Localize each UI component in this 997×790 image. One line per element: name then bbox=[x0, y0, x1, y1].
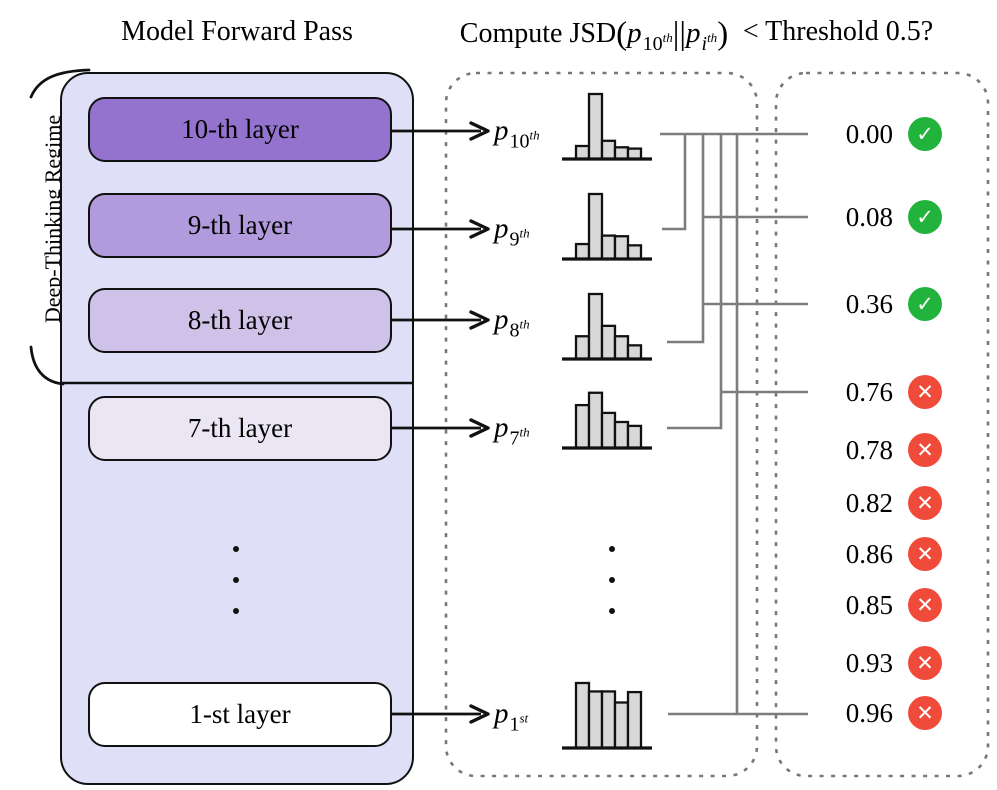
result-row: 0.93 ✕ bbox=[815, 646, 985, 680]
cross-icon: ✕ bbox=[908, 588, 942, 622]
model-ellipsis-dot bbox=[233, 577, 239, 583]
jsd-value: 0.08 bbox=[845, 201, 893, 232]
check-icon: ✓ bbox=[908, 117, 942, 151]
jsd-value: 0.78 bbox=[845, 434, 893, 465]
p-label-10th: p10th bbox=[494, 114, 540, 153]
histogram-bar-p1st bbox=[600, 690, 617, 750]
jsd-value: 0.85 bbox=[845, 589, 893, 620]
jsd-rparen: ) bbox=[717, 16, 729, 52]
result-row: 0.00 ✓ bbox=[815, 117, 985, 151]
jsd-pi-sub: i bbox=[701, 33, 708, 55]
jsd-panel-border bbox=[444, 71, 759, 778]
p-label-7th: p7th bbox=[494, 411, 530, 450]
layer-box-10-th: 10-th layer bbox=[88, 97, 392, 162]
result-row: 0.08 ✓ bbox=[815, 200, 985, 234]
histogram-bar-p8th bbox=[587, 292, 604, 361]
layer-output-arrow-head bbox=[469, 704, 490, 724]
histogram-bar-p7th bbox=[574, 403, 591, 450]
histogram-bar-p9th bbox=[613, 235, 630, 261]
histogram-bar-p1st bbox=[587, 690, 604, 750]
histogram-bar-p1st bbox=[574, 681, 591, 750]
layer-output-arrow-head bbox=[469, 121, 490, 141]
result-row: 0.78 ✕ bbox=[815, 433, 985, 467]
jsd-connector-line bbox=[662, 134, 687, 231]
jsd-value: 0.36 bbox=[845, 288, 893, 319]
jsd-value: 0.00 bbox=[845, 118, 893, 149]
histogram-bar-p8th bbox=[574, 335, 591, 361]
layer-box-label: 9-th layer bbox=[187, 210, 293, 240]
histogram-bar-p9th bbox=[587, 192, 604, 261]
cross-icon: ✕ bbox=[908, 433, 942, 467]
layer-box-1-st: 1-st layer bbox=[88, 682, 392, 747]
p-label-8th: p8th bbox=[494, 303, 530, 342]
jsd-value: 0.82 bbox=[845, 487, 893, 518]
histogram-bar-p10th bbox=[587, 92, 604, 161]
regime-brace-bottom bbox=[29, 345, 65, 386]
layer-output-arrow-head bbox=[469, 310, 490, 330]
distribution-ellipsis-dot bbox=[609, 546, 615, 552]
histogram-bar-p9th bbox=[600, 234, 617, 261]
layer-box-label: 8-th layer bbox=[187, 305, 293, 335]
layer-box-7-th: 7-th layer bbox=[88, 396, 392, 461]
layer-output-arrow-head bbox=[469, 219, 490, 239]
layer-box-label: 10-th layer bbox=[181, 114, 299, 144]
distribution-ellipsis-dot bbox=[609, 577, 615, 583]
jsd-title-prefix: Compute JSD bbox=[459, 18, 617, 49]
histogram-bar-p7th bbox=[613, 420, 630, 450]
jsd-double-bar: || bbox=[672, 16, 687, 52]
jsd-value: 0.86 bbox=[845, 538, 893, 569]
jsd-pi-symbol: p bbox=[686, 17, 701, 49]
histogram-bar-p1st bbox=[613, 701, 630, 750]
distribution-ellipsis-dot bbox=[609, 608, 615, 614]
jsd-p10-sup: th bbox=[662, 30, 673, 45]
jsd-value: 0.76 bbox=[845, 376, 893, 407]
compute-jsd-title: Compute JSD(p10th||pith) bbox=[459, 14, 729, 55]
result-row: 0.85 ✕ bbox=[815, 588, 985, 622]
p-label-9th: p9th bbox=[494, 212, 530, 251]
cross-icon: ✕ bbox=[908, 537, 942, 571]
model-ellipsis-dot bbox=[233, 608, 239, 614]
jsd-value: 0.96 bbox=[845, 697, 893, 728]
jsd-value: 0.93 bbox=[845, 647, 893, 678]
result-row: 0.96 ✕ bbox=[815, 696, 985, 730]
histogram-bar-p7th bbox=[587, 391, 604, 450]
jsd-p10-sub: 10 bbox=[642, 33, 663, 55]
check-icon: ✓ bbox=[908, 287, 942, 321]
histogram-bar-p8th bbox=[626, 344, 643, 361]
layer-box-9-th: 9-th layer bbox=[88, 193, 392, 258]
jsd-pi-sup: th bbox=[707, 30, 718, 45]
model-forward-pass-title: Model Forward Pass bbox=[121, 16, 353, 47]
cross-icon: ✕ bbox=[908, 486, 942, 520]
layer-box-8-th: 8-th layer bbox=[88, 288, 392, 353]
histogram-bar-p10th bbox=[600, 139, 617, 161]
histogram-bar-p10th bbox=[574, 144, 591, 161]
layer-box-label: 7-th layer bbox=[187, 413, 293, 443]
jsd-connector-line bbox=[667, 134, 723, 430]
result-row: 0.82 ✕ bbox=[815, 486, 985, 520]
histogram-bar-p10th bbox=[613, 146, 630, 161]
threshold-title: < Threshold 0.5? bbox=[742, 16, 934, 47]
cross-icon: ✕ bbox=[908, 696, 942, 730]
histogram-bar-p10th bbox=[626, 147, 643, 161]
jsd-connector-line bbox=[667, 134, 705, 344]
check-icon: ✓ bbox=[908, 200, 942, 234]
result-row: 0.36 ✓ bbox=[815, 287, 985, 321]
layer-output-arrow-head bbox=[469, 418, 490, 438]
jsd-p10-symbol: p bbox=[627, 17, 642, 49]
p-label-1st: p1st bbox=[494, 697, 529, 736]
histogram-bar-p9th bbox=[574, 242, 591, 261]
result-row: 0.86 ✕ bbox=[815, 537, 985, 571]
histogram-bar-p1st bbox=[626, 690, 643, 750]
model-ellipsis-dot bbox=[233, 546, 239, 552]
histogram-bar-p8th bbox=[613, 335, 630, 361]
histogram-bar-p8th bbox=[600, 324, 617, 361]
result-row: 0.76 ✕ bbox=[815, 375, 985, 409]
layer-box-label: 1-st layer bbox=[189, 699, 291, 729]
cross-icon: ✕ bbox=[908, 375, 942, 409]
histogram-bar-p7th bbox=[626, 424, 643, 450]
histogram-bar-p9th bbox=[626, 244, 643, 261]
cross-icon: ✕ bbox=[908, 646, 942, 680]
histogram-bar-p7th bbox=[600, 411, 617, 450]
jsd-lparen: ( bbox=[616, 16, 628, 52]
